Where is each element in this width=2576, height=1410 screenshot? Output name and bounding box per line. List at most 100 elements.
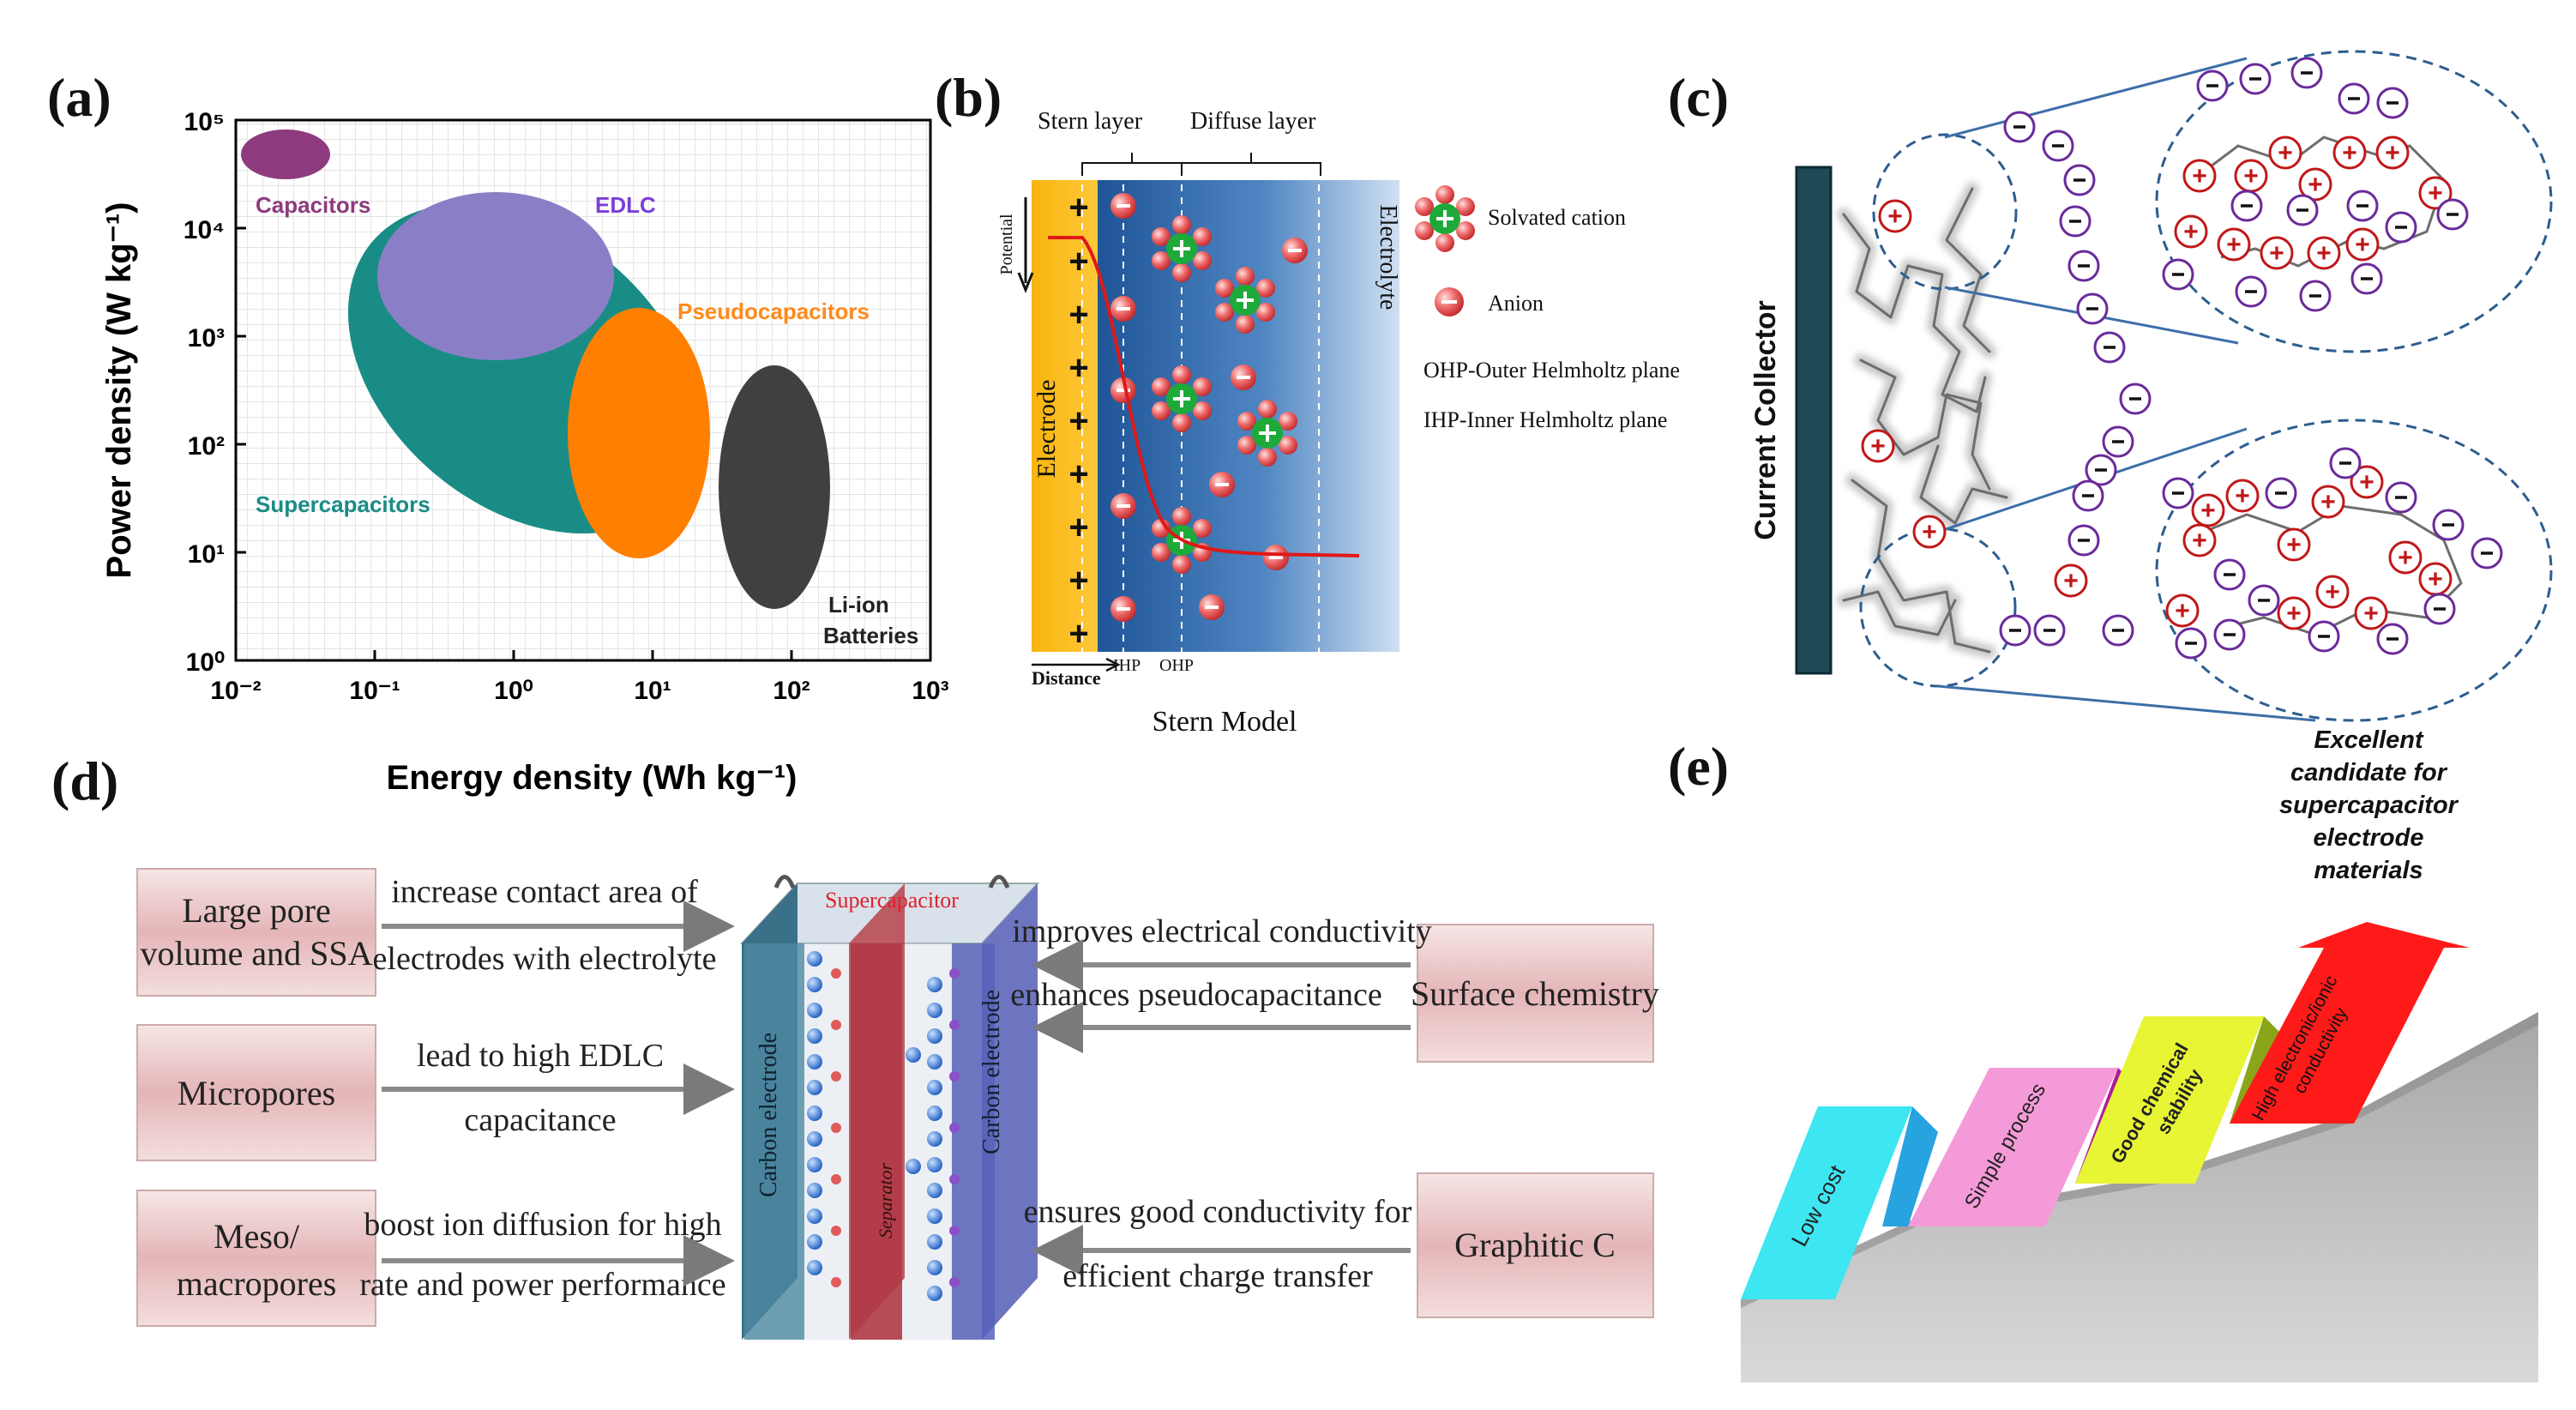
goal-line: materials	[2314, 857, 2423, 884]
legend-ohp-label: OHP-Outer Helmholtz plane	[1423, 358, 1680, 383]
capacitors-label: Capacitors	[256, 192, 370, 218]
x-tick-label: 10²	[773, 677, 810, 705]
y-tick-label: 10⁴	[184, 216, 225, 244]
pseudocapacitors-label: Pseudocapacitors	[677, 298, 870, 324]
svg-text:+: +	[1887, 202, 1903, 231]
svg-text:+: +	[2316, 239, 2332, 268]
svg-text:+: +	[2325, 578, 2340, 606]
goal-line: electrode	[2314, 824, 2424, 852]
svg-text:+: +	[1068, 562, 1088, 600]
edlc-label: EDLC	[595, 192, 656, 218]
y-tick-label: 10³	[188, 324, 225, 352]
svg-text:+: +	[2308, 171, 2323, 199]
panel-b: (b) Stern layer Diffuse layer +++ +++ ++…	[935, 67, 1680, 738]
step-good-chemical-stability: Good chemical stability	[2075, 1016, 2285, 1184]
svg-text:+: +	[1068, 189, 1088, 226]
supercapacitor-title: Supercapacitor	[825, 888, 959, 913]
svg-text:+: +	[2200, 497, 2216, 525]
ion-beads	[807, 951, 942, 1301]
zoom-circle-bottom	[2155, 419, 2553, 722]
svg-text:+: +	[1068, 455, 1088, 493]
feature-box-micropores	[136, 1024, 376, 1161]
distance-label: Distance	[1032, 667, 1101, 689]
feature-desc: boost ion diffusion for high	[364, 1207, 721, 1243]
svg-text:+: +	[2063, 567, 2079, 595]
feature-box-label: Large pore	[182, 891, 331, 930]
svg-text:+: +	[2428, 179, 2443, 208]
feature-desc: capacitance	[464, 1102, 616, 1138]
separator-label: Separator	[875, 1163, 896, 1238]
feature-desc: rate and power performance	[359, 1267, 725, 1303]
svg-text:+: +	[1068, 296, 1088, 334]
supercapacitor-device: Supercapacitor Carbon electrode Carbon e…	[739, 875, 1040, 1340]
potential-curve	[1048, 236, 1360, 557]
svg-text:+: +	[2243, 162, 2259, 190]
y-tick-label: 10²	[188, 432, 225, 461]
panel-d: (d) Large pore volume and SSA Micropores…	[51, 750, 1659, 1340]
x-tick-label: 10⁻¹	[349, 677, 400, 705]
solvated-cation	[1152, 365, 1212, 432]
svg-text:+: +	[2398, 544, 2413, 572]
panel-e-label: (e)	[1668, 736, 1729, 797]
zoom-circle-top	[2155, 50, 2553, 353]
panel-a-label: (a)	[47, 67, 111, 128]
goal-line: candidate for	[2290, 759, 2448, 786]
feature-box-label: Graphitic C	[1454, 1226, 1616, 1264]
svg-text:+: +	[1922, 518, 1937, 546]
diffuse-layer-label: Diffuse layer	[1190, 108, 1316, 135]
goal-text: Excellent candidate for supercapacitor e…	[2279, 726, 2459, 884]
feature-box-label: Micropores	[178, 1074, 335, 1112]
electrode-bar	[1032, 180, 1098, 652]
svg-text:+: +	[2192, 162, 2207, 190]
svg-text:+: +	[2226, 231, 2242, 259]
svg-text:+: +	[2278, 139, 2293, 167]
solvated-cation	[1237, 400, 1297, 467]
li-ion-label: Li-ion	[828, 592, 889, 618]
legend-ihp-label: IHP-Inner Helmholtz plane	[1423, 407, 1667, 432]
potential-arrow	[1017, 197, 1034, 294]
electrode-charges: +++ +++ +++	[1068, 189, 1088, 653]
svg-text:+: +	[1068, 349, 1088, 387]
feature-box-label: volume and SSA	[140, 934, 372, 973]
electrolyte-label: Electrolyte	[1375, 205, 1401, 310]
stern-model-caption: Stern Model	[1152, 706, 1297, 738]
svg-text:+: +	[1068, 509, 1088, 546]
feature-desc: lead to high EDLC	[417, 1038, 664, 1074]
feature-box-pore-volume	[136, 868, 376, 997]
x-axis	[234, 650, 932, 660]
panel-d-label: (d)	[51, 750, 118, 811]
diffuse-bracket	[1181, 153, 1321, 176]
feature-desc: efficient charge transfer	[1062, 1258, 1373, 1294]
pore-circle-small-top	[1872, 133, 2018, 291]
legend-cation-icon	[1415, 185, 1475, 252]
svg-text:+: +	[1870, 432, 1886, 461]
svg-text:+: +	[2385, 139, 2400, 167]
feature-desc: enhances pseudocapacitance	[1010, 977, 1382, 1013]
y-axis	[236, 118, 246, 662]
x-tick-label: 10¹	[634, 677, 671, 705]
panel-b-label: (b)	[935, 67, 1002, 128]
edlc-region	[377, 192, 614, 360]
y-tick-label: 10⁰	[186, 648, 225, 677]
ground-slope	[1741, 1012, 2538, 1383]
feature-desc: improves electrical conductivity	[1012, 913, 1432, 949]
pore-network	[1837, 182, 2013, 659]
supercapacitors-label: Supercapacitors	[256, 491, 430, 517]
step-conductivity: High electronic/ionic conductivity	[2230, 922, 2470, 1124]
feature-box-surface-chemistry	[1417, 924, 1654, 1063]
capacitors-region	[241, 130, 330, 179]
ions-c: ++++ +++++++ +++++ ++++++ ++++++	[1861, 57, 2503, 660]
current-collector-bar	[1795, 166, 1833, 675]
svg-text:+: +	[1068, 615, 1088, 653]
panel-c-label: (c)	[1668, 67, 1729, 128]
feature-desc: increase contact area of	[391, 874, 698, 910]
svg-text:+: +	[2286, 600, 2302, 628]
counter-ion-beads	[831, 968, 841, 1287]
feature-box-label: Meso/	[214, 1217, 300, 1256]
ihp-label: IHP	[1113, 656, 1141, 675]
svg-text:+: +	[2235, 482, 2250, 510]
panel-e: (e) Excellent candidate for supercapacit…	[1668, 726, 2538, 1383]
carbon-electrode-right: Carbon electrode	[978, 990, 1005, 1154]
x-tick-label: 10⁰	[494, 677, 533, 705]
